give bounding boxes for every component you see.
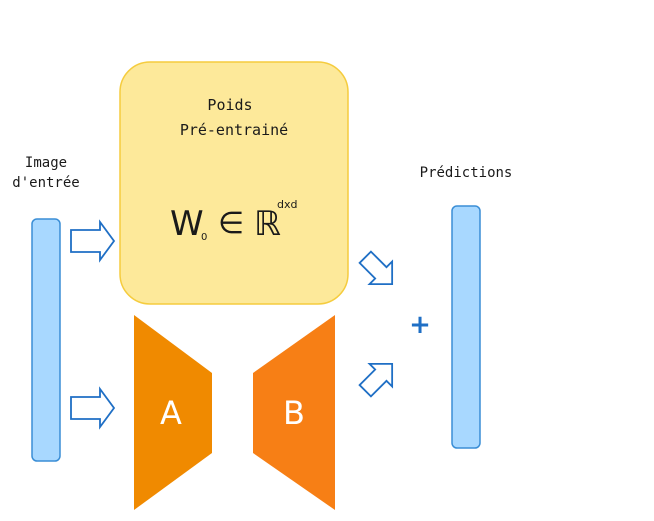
input-label-line2: d'entrée <box>12 175 79 191</box>
weights-symbol-w: W <box>170 204 204 244</box>
adapter-b-block <box>253 315 335 510</box>
input-to-weights-arrow <box>70 219 116 263</box>
weights-to-output-arrow <box>358 250 394 286</box>
output-label: Prédictions <box>420 165 513 181</box>
plus-sign: + <box>409 310 431 340</box>
weights-title-line1: Poids <box>207 96 252 114</box>
input-to-adapter-arrow <box>70 386 116 430</box>
adapter-a-label: A <box>160 394 182 432</box>
output-bar <box>451 205 481 449</box>
weights-title-line2: Pré-entrainé <box>180 121 288 139</box>
weights-symbol-superscript: dxd <box>277 198 297 211</box>
weights-symbol-element-of: ∈ <box>218 206 244 241</box>
weights-symbol-subscript: 0 <box>201 232 207 243</box>
weights-symbol-reals: ℝ <box>254 204 281 244</box>
adapter-to-output-arrow <box>358 362 394 398</box>
adapter-a-block <box>134 315 212 510</box>
adapter-b-label: B <box>283 394 305 432</box>
input-label-line1: Image <box>25 155 67 171</box>
pretrained-weights-box <box>119 61 349 305</box>
input-bar <box>31 218 61 462</box>
